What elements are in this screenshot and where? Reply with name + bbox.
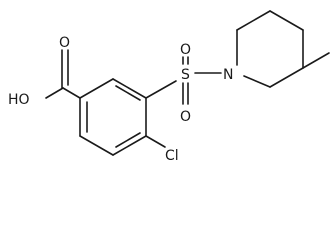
bond-ring-to-sulfur [145, 80, 177, 99]
sulfonyl-oxygen-bottom-label: O [180, 109, 191, 125]
chloro-substituent: Cl [145, 135, 179, 164]
bond-c2-c3 [236, 10, 271, 31]
carboxylic-acid-group: HO O [8, 35, 81, 108]
nitrogen-label: N [223, 67, 233, 83]
bond-ring-to-chlorine [145, 135, 166, 148]
bond-carboxyl-c-oh [45, 87, 64, 99]
bond-ring-c1-c2 [79, 78, 114, 99]
bond-ring-c5-c6 [79, 135, 114, 156]
carbonyl-oxygen-label: O [59, 35, 70, 51]
chlorine-label: Cl [165, 148, 179, 164]
hydroxyl-label: HO [8, 92, 30, 108]
bond-c3-c4 [269, 10, 304, 31]
benzene-ring [79, 78, 147, 156]
chemical-structure: HO O S O O N Cl [8, 10, 330, 164]
bond-ring-inner-a [115, 85, 141, 101]
bond-ring-c2-c3 [112, 78, 147, 99]
bond-methyl [302, 52, 330, 69]
sulfonyl-group: S O O [145, 42, 222, 125]
bond-ring-to-carboxyl [62, 87, 81, 99]
sulfur-label: S [181, 67, 190, 83]
bond-ring-c4-c5 [112, 135, 147, 156]
bond-ring-inner-b [115, 132, 141, 148]
sulfonyl-oxygen-top-label: O [180, 42, 191, 58]
bond-c6-n [243, 75, 271, 88]
bond-c5-c6 [269, 67, 304, 88]
methylpiperidine-ring: N [223, 10, 330, 88]
